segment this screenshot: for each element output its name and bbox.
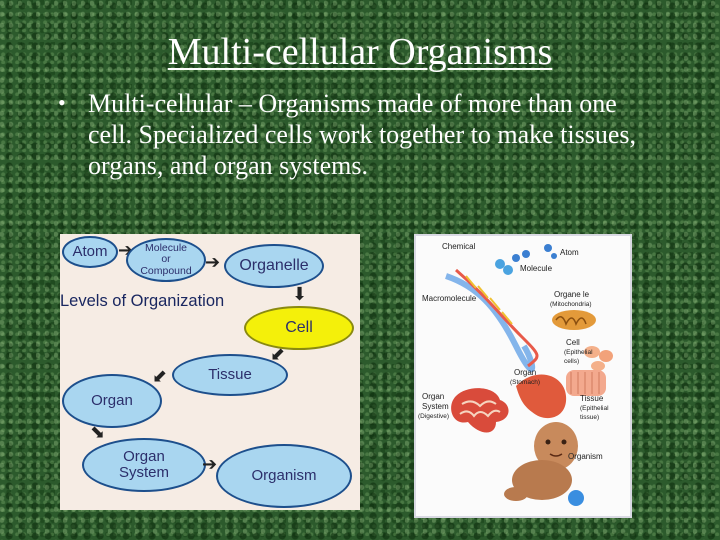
label-organelle: Organe le	[554, 290, 589, 299]
levels-heading: Levels of Organization	[60, 292, 224, 311]
label-organ: Organ	[514, 368, 536, 377]
arrow-right-icon: ➔	[202, 454, 217, 475]
label-organ-sub: (Stomach)	[510, 378, 540, 387]
dna-helix-icon	[446, 270, 537, 369]
node-molecule: Molecule or Compound	[126, 238, 206, 282]
ball-icon	[568, 490, 584, 506]
arrow-down-left-icon: ⬋	[152, 366, 167, 387]
slide-title: Multi-cellular Organisms	[0, 30, 720, 74]
arrow-down-right-icon: ⬊	[90, 422, 105, 443]
label-macromolecule: Macromolecule	[422, 294, 476, 303]
label-atom: Atom	[560, 248, 579, 257]
node-atom-label: Atom	[72, 244, 107, 260]
label-organism: Organism	[568, 452, 603, 461]
tissue-icon	[566, 370, 606, 396]
node-molecule-line3: Compound	[140, 266, 191, 277]
label-tissue-sub-2: tissue)	[580, 413, 599, 422]
bullet-text: Multi-cellular – Organisms made of more …	[88, 88, 658, 181]
label-organ-system-1: Organ	[422, 392, 444, 401]
label-chemical: Chemical	[442, 242, 475, 251]
label-tissue-sub-1: (Epithelial	[580, 404, 609, 413]
node-organ-label: Organ	[91, 393, 133, 409]
node-tissue-label: Tissue	[208, 367, 252, 383]
baby-icon	[504, 422, 578, 501]
arrow-down-icon: ⬇	[292, 284, 307, 305]
node-organelle: Organelle	[224, 244, 324, 288]
arrow-right-icon: ➔	[205, 252, 220, 273]
label-organelle-sub: (Mitochondria)	[550, 300, 592, 309]
levels-of-organization-diagram: Atom ➔ Molecule or Compound ➔ Organelle …	[60, 234, 360, 510]
label-tissue: Tissue	[580, 394, 603, 403]
label-organ-system-sub: (Digestive)	[418, 412, 449, 421]
node-organism-label: Organism	[251, 468, 316, 484]
bullet-dot: •	[58, 90, 66, 116]
digestive-system-icon	[451, 388, 508, 432]
node-organism: Organism	[216, 444, 352, 508]
label-cell-sub-1: (Epithelial	[564, 348, 593, 357]
node-organ-system-line2: System	[119, 465, 169, 481]
node-atom: Atom	[62, 236, 118, 268]
node-organ-system: Organ System	[82, 438, 206, 492]
label-organ-system-2: System	[422, 402, 449, 411]
node-cell-label: Cell	[285, 320, 313, 337]
organization-hierarchy-illustration: Chemical Atom Molecule Macromolecule Org…	[414, 234, 632, 518]
label-cell-sub-2: cells)	[564, 357, 579, 366]
node-molecule-line2: or	[161, 254, 170, 265]
node-cell: Cell	[244, 306, 354, 350]
node-tissue: Tissue	[172, 354, 288, 396]
node-organelle-label: Organelle	[239, 258, 308, 275]
label-molecule: Molecule	[520, 264, 552, 273]
label-cell: Cell	[566, 338, 580, 347]
node-organ-system-line1: Organ	[123, 449, 165, 465]
node-organ: Organ	[62, 374, 162, 428]
